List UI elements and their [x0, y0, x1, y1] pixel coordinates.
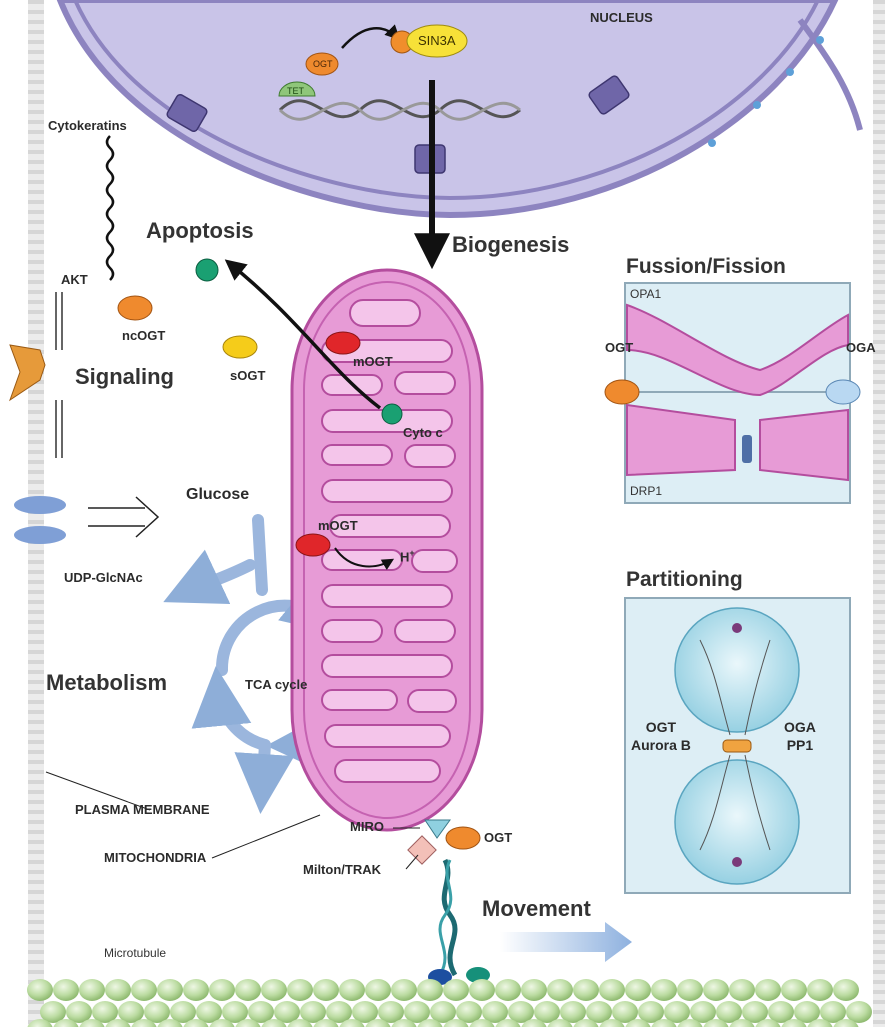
glucose-import-arrow [88, 497, 158, 537]
cytokeratin-fiber [107, 136, 113, 280]
glucose-transporter [14, 496, 66, 514]
right-membrane-wall [873, 0, 885, 1027]
microtubule-bead [599, 979, 625, 1001]
fusion-fission-panel [605, 283, 860, 503]
tet-label: TET [287, 86, 304, 96]
microtubule-bead [287, 979, 313, 1001]
microtubule-bead [105, 979, 131, 1001]
microtubule-bead [625, 979, 651, 1001]
mogt-top-label: mOGT [353, 354, 393, 369]
microtubule-bead [573, 979, 599, 1001]
udp-glcnac-label: UDP-GlcNAc [64, 570, 143, 585]
ogt-nuclear-label: OGT [313, 59, 333, 69]
fusion-oga-label: OGA [846, 340, 876, 355]
microtubule-bead [209, 979, 235, 1001]
plasma-membrane-label: PLASMA MEMBRANE [75, 802, 210, 817]
nucleus [60, 0, 860, 215]
movement-arrow [500, 922, 632, 962]
microtubule-bead [313, 979, 339, 1001]
microtubule-bead [677, 979, 703, 1001]
fusion-fission-title: Fussion/Fission [626, 255, 786, 279]
microtubule [27, 979, 872, 1027]
microtubule-bead [365, 979, 391, 1001]
apoptosis-label: Apoptosis [146, 218, 254, 244]
microtubule-bead [79, 979, 105, 1001]
sogt-label: sOGT [230, 368, 265, 383]
metabolism-label: Metabolism [46, 670, 167, 696]
h-plus-label: H+ [400, 548, 415, 564]
microtubule-bead [417, 979, 443, 1001]
mitochondria-label: MITOCHONDRIA [104, 850, 206, 865]
sogt-blob [223, 336, 257, 358]
microtubule-bead [235, 979, 261, 1001]
microtubule-bead [339, 979, 365, 1001]
milton-trak-label: Milton/TRAK [303, 862, 381, 877]
microtubule-bead [443, 979, 469, 1001]
microtubule-bead [261, 979, 287, 1001]
akt-label: AKT [61, 272, 88, 287]
partitioning-title: Partitioning [626, 568, 743, 592]
sin3a-label: SIN3A [418, 33, 456, 48]
microtubule-bead [833, 979, 859, 1001]
ogt-motor-label: OGT [484, 830, 512, 845]
ncogt-blob [118, 296, 152, 320]
microtubule-bead [391, 979, 417, 1001]
cytokeratins-label: Cytokeratins [48, 118, 127, 133]
drp1-label: DRP1 [630, 484, 662, 498]
motor-adaptor [408, 820, 490, 985]
movement-label: Movement [482, 896, 591, 922]
microtubule-bead [807, 979, 833, 1001]
miro-label: MIRO [350, 819, 384, 834]
microtubule-bead [53, 979, 79, 1001]
microtubule-bead [27, 979, 53, 1001]
tca-cycle-label: TCA cycle [245, 677, 307, 692]
biogenesis-label: Biogenesis [452, 232, 569, 258]
microtubule-bead [495, 979, 521, 1001]
microtubule-bead [157, 979, 183, 1001]
microtubule-label: Microtubule [104, 946, 166, 960]
microtubule-bead [521, 979, 547, 1001]
signaling-label: Signaling [75, 364, 174, 390]
microtubule-bead [703, 979, 729, 1001]
apoptosis-cyto-c [196, 259, 218, 281]
fusion-ogt-label: OGT [605, 340, 633, 355]
ncogt-label: ncOGT [122, 328, 165, 343]
nucleus-label: NUCLEUS [590, 10, 653, 25]
microtubule-bead [755, 979, 781, 1001]
signaling-arrows [56, 292, 62, 458]
mogt-mid-label: mOGT [318, 518, 358, 533]
microtubule-bead [183, 979, 209, 1001]
microtubule-bead [131, 979, 157, 1001]
microtubule-bead [781, 979, 807, 1001]
microtubule-bead [469, 979, 495, 1001]
microtubule-bead [651, 979, 677, 1001]
microtubule-bead [547, 979, 573, 1001]
glucose-label: Glucose [186, 486, 249, 504]
opa1-label: OPA1 [630, 287, 661, 301]
cyto-c-label: Cyto c [403, 425, 443, 440]
microtubule-bead [729, 979, 755, 1001]
